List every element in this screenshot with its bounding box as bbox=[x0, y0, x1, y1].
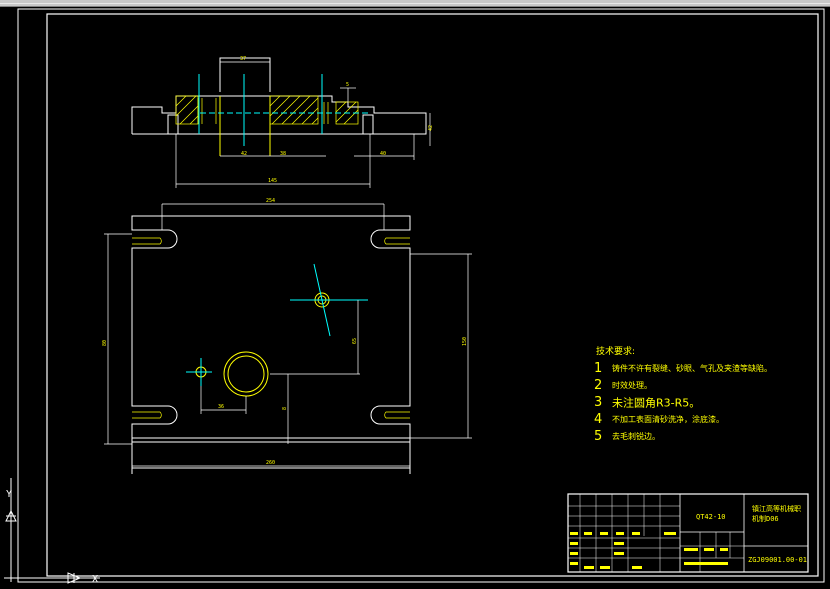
dim-center: 38 bbox=[280, 151, 286, 157]
dim-plan-small-vertical: 8 bbox=[282, 407, 288, 410]
title-block-drawing-no: ZGJ09001.00-01 bbox=[748, 556, 807, 564]
plan-view: 254 80 150 65 8 36 260 bbox=[102, 198, 472, 474]
section-view: 37 5 42 42 38 40 145 bbox=[131, 56, 434, 188]
ucs-y-label: Y bbox=[6, 489, 12, 500]
drawing-canvas[interactable]: 37 5 42 42 38 40 145 bbox=[0, 6, 830, 589]
dim-bore: 42 bbox=[241, 151, 247, 157]
title-block: QT42-10 镇江高等机械职 机制D06 ZGJ09001.00-01 bbox=[567, 493, 809, 573]
dim-top-width: 37 bbox=[240, 56, 246, 62]
notes-title: 技术要求: bbox=[596, 347, 636, 357]
dim-height: 42 bbox=[428, 125, 434, 131]
dim-plan-hole-y: 65 bbox=[352, 338, 358, 344]
dim-right-flange: 40 bbox=[380, 151, 386, 157]
dim-right-small: 5 bbox=[346, 82, 349, 88]
dim-plan-bottom-width: 260 bbox=[266, 460, 275, 466]
inner-frame bbox=[46, 13, 819, 577]
dim-overall: 145 bbox=[268, 178, 277, 184]
window-top-edge bbox=[0, 0, 830, 7]
dim-plan-top-width: 254 bbox=[266, 198, 275, 204]
dim-plan-left-height: 80 bbox=[102, 340, 108, 346]
ucs-icon: Y X bbox=[4, 478, 100, 585]
title-block-school: 镇江高等机械职 bbox=[752, 504, 801, 513]
outer-frame bbox=[17, 8, 825, 583]
ucs-x-label: X bbox=[92, 574, 98, 585]
dim-plan-hole-x: 36 bbox=[218, 404, 224, 410]
title-block-material: QT42-10 bbox=[696, 513, 726, 521]
dim-plan-right-height: 150 bbox=[462, 337, 468, 346]
title-block-class: 机制D06 bbox=[752, 514, 779, 523]
